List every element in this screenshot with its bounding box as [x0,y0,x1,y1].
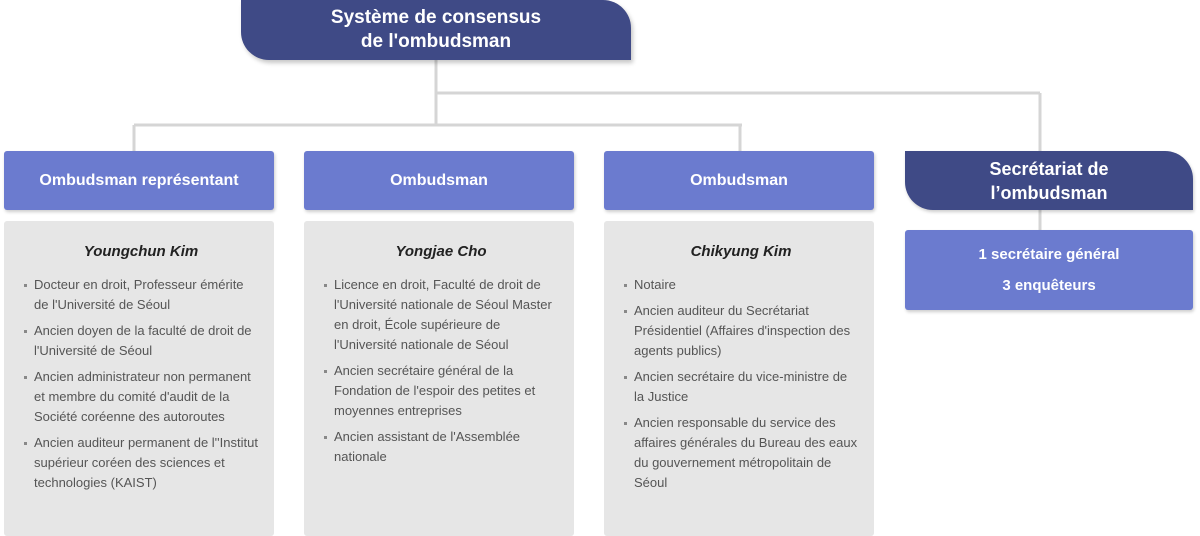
member-1-details: Youngchun Kim Docteur en droit, Professe… [4,221,274,536]
list-item: Ancien secrétaire général de la Fondatio… [324,361,558,421]
secretariat-staff-investigators: 3 enquêteurs [1002,277,1096,294]
list-item: Ancien assistant de l'Assemblée national… [324,427,558,467]
list-item: Ancien responsable du service des affair… [624,413,858,493]
secretariat-title-line1: Secrétariat de [989,158,1109,179]
member-3-title: Ombudsman [690,171,788,189]
secretariat-title-line2: l’ombudsman [990,182,1108,203]
list-item: Ancien doyen de la faculté de droit de l… [24,321,258,361]
member-1-name: Youngchun Kim [83,243,199,260]
secretariat-box: Secrétariat de l’ombudsman [905,151,1193,210]
member-2-list: Licence en droit, Faculté de droit de l'… [324,275,558,467]
list-item: Ancien secrétaire du vice-ministre de la… [624,367,858,407]
member-3-title-box: Ombudsman [604,151,874,210]
list-item: Ancien auditeur permanent de l''Institut… [24,433,258,493]
consensus-title-line1: Système de consensus [330,7,542,28]
member-1-title: Ombudsman représentant [39,171,239,189]
secretariat-staff-box: 1 secrétaire général 3 enquêteurs [905,230,1193,310]
secretariat-staff-general: 1 secrétaire général [978,246,1120,263]
consensus-system-box: Système de consensus de l'ombudsman [241,0,631,60]
member-3-list: Notaire Ancien auditeur du Secrétariat P… [624,275,858,493]
consensus-title-line2: de l'ombudsman [360,31,512,52]
list-item: Ancien auditeur du Secrétariat Président… [624,301,858,361]
member-1-title-box: Ombudsman représentant [4,151,274,210]
list-item: Licence en droit, Faculté de droit de l'… [324,275,558,355]
member-2-name: Yongjae Cho [395,243,487,260]
list-item: Docteur en droit, Professeur émérite de … [24,275,258,315]
member-1-list: Docteur en droit, Professeur émérite de … [24,275,258,493]
member-2-title: Ombudsman [390,171,488,189]
member-3-details: Chikyung Kim Notaire Ancien auditeur du … [604,221,874,536]
list-item: Ancien administrateur non permanent et m… [24,367,258,427]
member-3-name: Chikyung Kim [690,243,792,260]
member-2-details: Yongjae Cho Licence en droit, Faculté de… [304,221,574,536]
list-item: Notaire [624,275,858,295]
member-2-title-box: Ombudsman [304,151,574,210]
